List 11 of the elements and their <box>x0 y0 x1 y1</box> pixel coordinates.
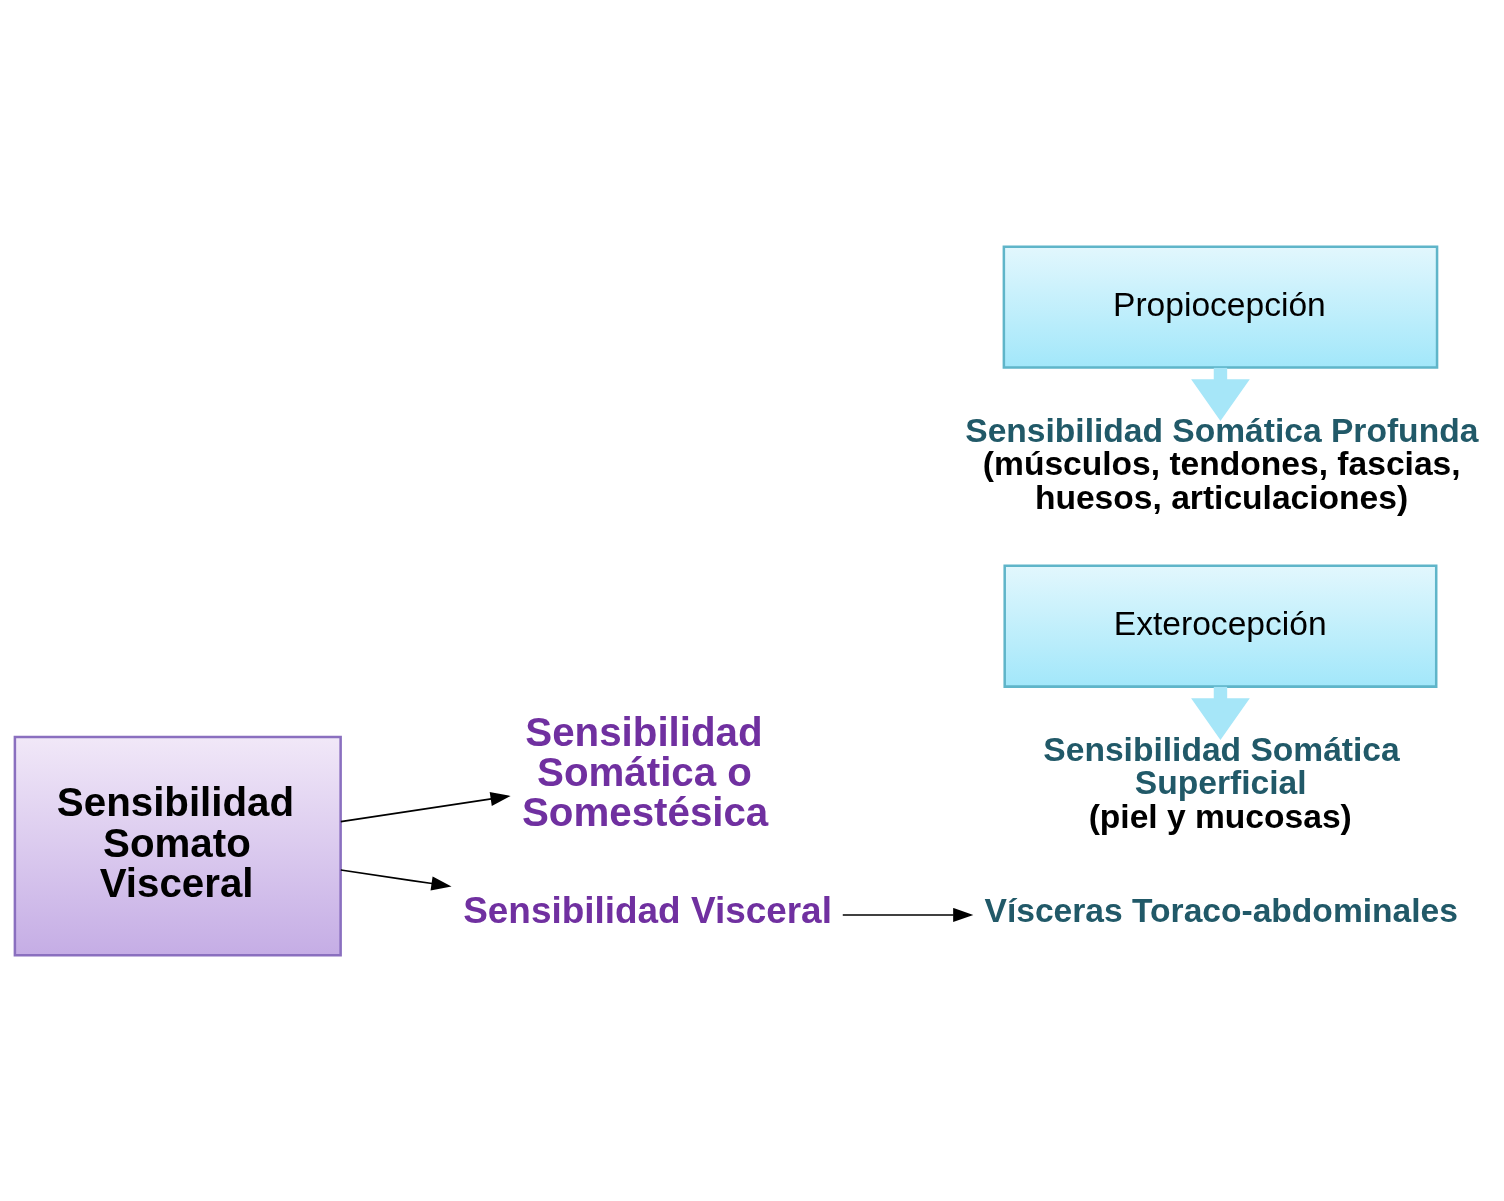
arrow <box>339 868 452 890</box>
node-box: Exterocepción <box>1003 564 1438 688</box>
node-text: Sensibilidad Somática Profunda (músculos, tendones, fascias, huesos, articulaciones) <box>965 410 1479 516</box>
arrow <box>841 907 974 922</box>
node-text: Vísceras Toraco-abdominales <box>984 891 1458 929</box>
node-box: Sensibilidad Somato Visceral <box>13 735 342 957</box>
node-text: Sensibilidad Somática o Somestésica <box>521 709 769 835</box>
arrow <box>339 791 511 822</box>
node-text: Sensibilidad Somática Superficial (piel y mucosas) <box>1043 730 1400 835</box>
node-box: Propiocepción <box>1002 244 1439 369</box>
node-text: Sensibilidad Visceral <box>463 889 832 931</box>
